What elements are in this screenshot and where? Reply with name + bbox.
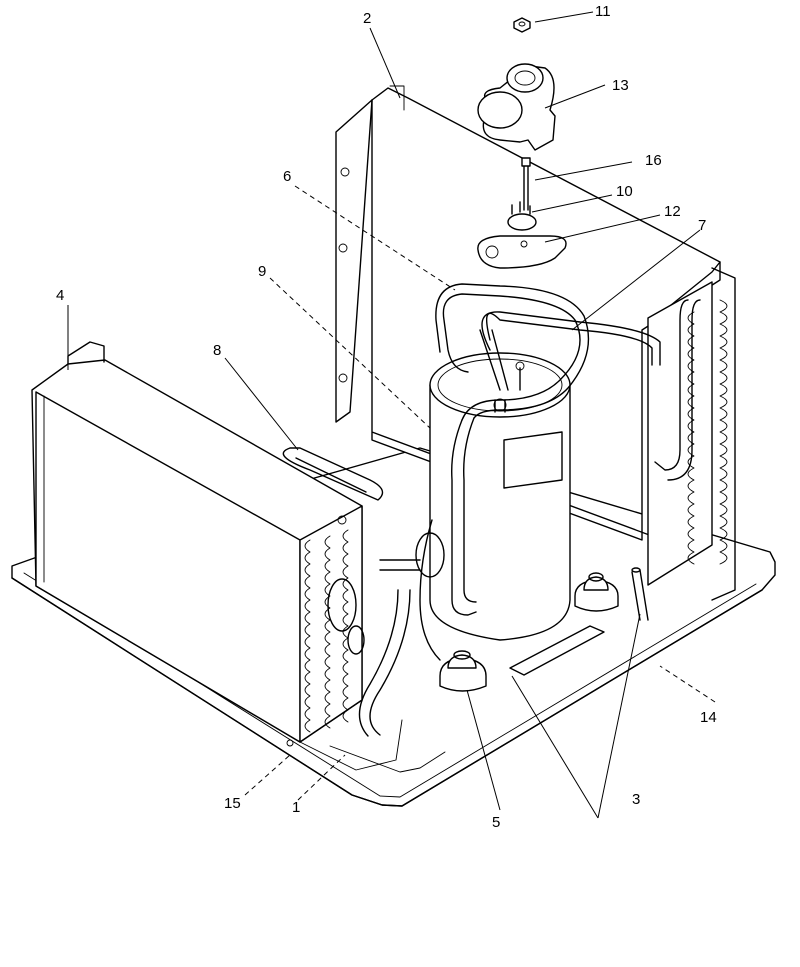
shaft-16 (521, 157, 531, 211)
nut-11 (513, 17, 531, 33)
callout-4: 4 (56, 287, 64, 304)
callout-2: 2 (363, 10, 371, 27)
callout-11: 11 (595, 3, 611, 20)
callout-15: 15 (224, 795, 241, 812)
callout-14: 14 (700, 709, 717, 726)
callout-9: 9 (258, 263, 266, 280)
right-condenser-coil (647, 267, 736, 601)
bracket-12 (477, 235, 567, 269)
fan-motor (477, 63, 556, 151)
callout-10: 10 (616, 183, 633, 200)
callout-6: 6 (283, 168, 291, 185)
callout-7: 7 (698, 217, 706, 234)
callout-8: 8 (213, 342, 221, 359)
callout-3: 3 (632, 791, 640, 808)
callout-5: 5 (492, 814, 500, 831)
thermostat-10 (507, 201, 537, 231)
tube-8 (282, 447, 384, 501)
callout-1: 1 (292, 799, 300, 816)
leader-lines (67, 11, 716, 819)
tubing (358, 283, 661, 737)
callout-12: 12 (664, 203, 681, 220)
callout-16: 16 (645, 152, 662, 169)
callout-13: 13 (612, 77, 629, 94)
left-condenser-coil (31, 341, 365, 747)
callout-labels: 11 2 13 16 6 10 12 7 9 4 8 14 3 15 1 5 (56, 3, 717, 831)
